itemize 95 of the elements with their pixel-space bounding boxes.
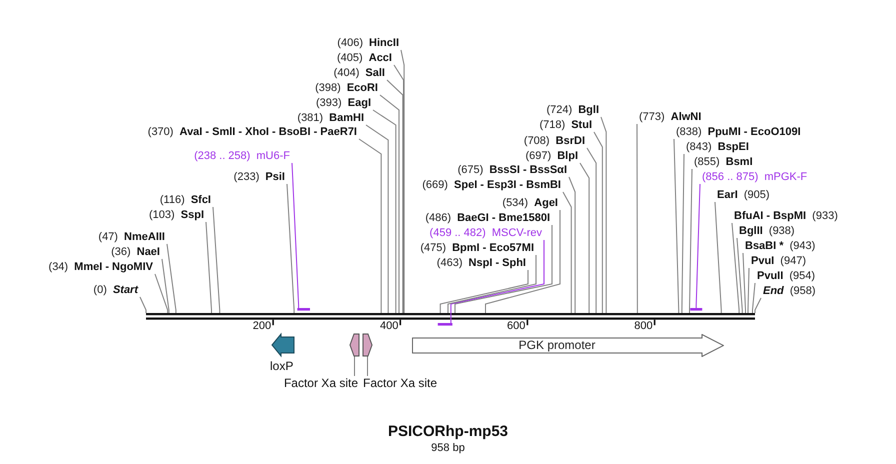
leader-line — [292, 162, 300, 308]
leader-line — [754, 298, 762, 314]
site-label: (0) Start — [91, 283, 140, 297]
site-label: (233) PsiI — [232, 170, 287, 184]
leader-line — [154, 274, 168, 314]
primer-label: (238 .. 258) mU6-F — [192, 149, 292, 163]
leader-line — [358, 138, 382, 314]
leader-line — [732, 222, 740, 314]
site-label: (724) BglI — [544, 103, 601, 117]
leader-line — [212, 206, 220, 314]
feature-label: Factor Xa site — [363, 376, 438, 390]
site-label: (47) NmeAIII — [96, 230, 167, 244]
feature-label: Factor Xa site — [284, 376, 358, 390]
leader-line — [366, 124, 389, 314]
leader-line — [354, 356, 355, 376]
site-label: (475) BpmI - Eco57MI — [418, 241, 536, 255]
scale-number: 600 — [507, 320, 526, 333]
scale-number: 800 — [634, 320, 653, 333]
leader-line — [714, 202, 722, 314]
leader-line — [450, 240, 544, 324]
leader-line — [162, 258, 170, 314]
leader-line — [286, 184, 295, 314]
leader-line — [380, 94, 400, 314]
site-label: (405) AccI — [335, 51, 394, 65]
site-label: (718) StuI — [537, 118, 594, 132]
site-label: (843) BspEI — [684, 140, 751, 154]
leader-line — [400, 50, 405, 314]
site-label: (116) SfcI — [158, 193, 213, 207]
site-label: End (958) — [761, 284, 818, 298]
site-label: (370) AvaI - SmlI - XhoI - BsoBI - PaeR7I — [146, 125, 359, 139]
leader-line — [689, 168, 692, 314]
leader-line — [485, 210, 560, 314]
leader-line — [681, 154, 684, 314]
site-label: (534) AgeI — [500, 196, 560, 210]
leader-line — [448, 254, 536, 314]
leader-line — [636, 124, 638, 314]
primer-label: (856 .. 875) mPGK-F — [700, 170, 810, 184]
leader-line — [736, 238, 743, 314]
site-label: (697) BlpI — [523, 149, 580, 163]
site-label: (773) AlwNI — [637, 110, 704, 124]
scale-number: 400 — [380, 320, 398, 333]
leader-line — [206, 222, 212, 314]
site-label: (486) BaeGI - Bme1580I — [423, 211, 552, 225]
leader-line — [386, 80, 404, 314]
site-label: (103) SspI — [147, 208, 206, 222]
site-label: EarI (905) — [715, 188, 772, 202]
leader-line — [600, 116, 607, 314]
leader-line — [394, 64, 404, 314]
leader-line — [696, 184, 700, 308]
site-label: (406) HincII — [335, 36, 401, 50]
site-label: (36) NaeI — [109, 245, 162, 259]
feature-label: loxP — [270, 359, 294, 373]
site-label: (708) BsrDI — [522, 134, 587, 148]
leader-line — [580, 162, 590, 314]
leader-line — [440, 270, 528, 314]
site-label: PvuI (947) — [749, 254, 808, 268]
feature-marker — [350, 334, 359, 356]
site-label: (404) SalI — [332, 66, 387, 80]
leader-line — [166, 244, 176, 314]
site-label: (34) MmeI - NgoMIV — [46, 260, 155, 274]
leader-line — [562, 192, 572, 314]
leader-line — [140, 296, 146, 314]
leader-line — [568, 176, 576, 314]
primer-bar — [297, 308, 310, 311]
leader-line — [367, 356, 368, 376]
site-label: (855) BsmI — [692, 155, 755, 169]
site-label: (398) EcoRI — [313, 81, 380, 95]
leader-line — [752, 282, 756, 314]
leader-line — [586, 148, 597, 314]
site-label: BsaBI * (943) — [743, 239, 818, 253]
sequence-bar — [146, 313, 755, 320]
feature-marker — [272, 334, 294, 356]
site-label: (838) PpuMI - EcoO109I — [674, 125, 803, 139]
leader-line — [594, 132, 603, 314]
promoter-feature: PGK promoter — [412, 334, 724, 357]
leader-line — [674, 138, 680, 314]
leader-line — [372, 110, 396, 314]
leader-line — [454, 224, 552, 314]
map-title: PSICORhp-mp53 — [388, 423, 508, 441]
site-label: BglII (938) — [737, 224, 797, 238]
primer-bar — [690, 308, 702, 311]
site-label: BfuAI - BspMI (933) — [732, 209, 840, 223]
leader-line — [742, 252, 746, 314]
scale-number: 200 — [252, 320, 272, 333]
primer-label: (459 .. 482) MSCV-rev — [428, 226, 544, 240]
site-label: (381) BamHI — [295, 111, 366, 125]
site-label: (669) SpeI - Esp3I - BsmBI — [420, 178, 563, 192]
primer-bar — [438, 323, 452, 326]
feature-marker — [363, 334, 372, 356]
site-label: (675) BssSI - BssSαI — [456, 163, 569, 177]
site-label: (463) NspI - SphI — [434, 256, 528, 270]
site-label: PvuII (954) — [755, 269, 818, 283]
site-label: (393) EagI — [314, 96, 373, 110]
leader-line — [748, 268, 750, 314]
sequence-length: 958 bp — [431, 442, 465, 455]
